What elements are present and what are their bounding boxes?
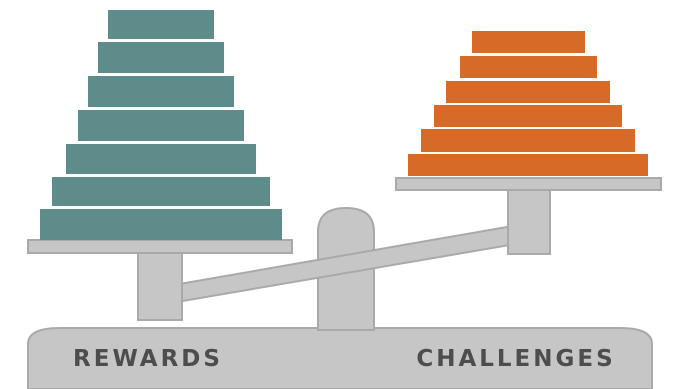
challenges-layer-2 [460, 56, 597, 78]
rewards-layer-4 [78, 110, 244, 141]
challenges-layer-6 [408, 154, 648, 176]
challenges-stack [408, 31, 648, 176]
rewards-layer-3 [88, 76, 234, 107]
right-pan-support [507, 185, 551, 255]
rewards-layer-7 [40, 209, 282, 240]
challenges-layer-5 [421, 129, 635, 152]
rewards-label: REWARDS [73, 346, 223, 372]
rewards-layer-1 [108, 10, 214, 39]
left-pan [27, 239, 293, 254]
challenges-label: CHALLENGES [416, 346, 615, 372]
challenges-layer-1 [472, 31, 585, 53]
rewards-layer-6 [52, 177, 270, 206]
rewards-layer-5 [66, 144, 256, 174]
scale-base [27, 327, 653, 389]
right-pan [395, 177, 662, 191]
left-pan-support [137, 247, 183, 321]
challenges-layer-3 [446, 81, 610, 103]
rewards-stack [40, 10, 282, 240]
scale [27, 177, 662, 389]
rewards-layer-2 [98, 42, 224, 73]
challenges-layer-4 [434, 105, 622, 127]
